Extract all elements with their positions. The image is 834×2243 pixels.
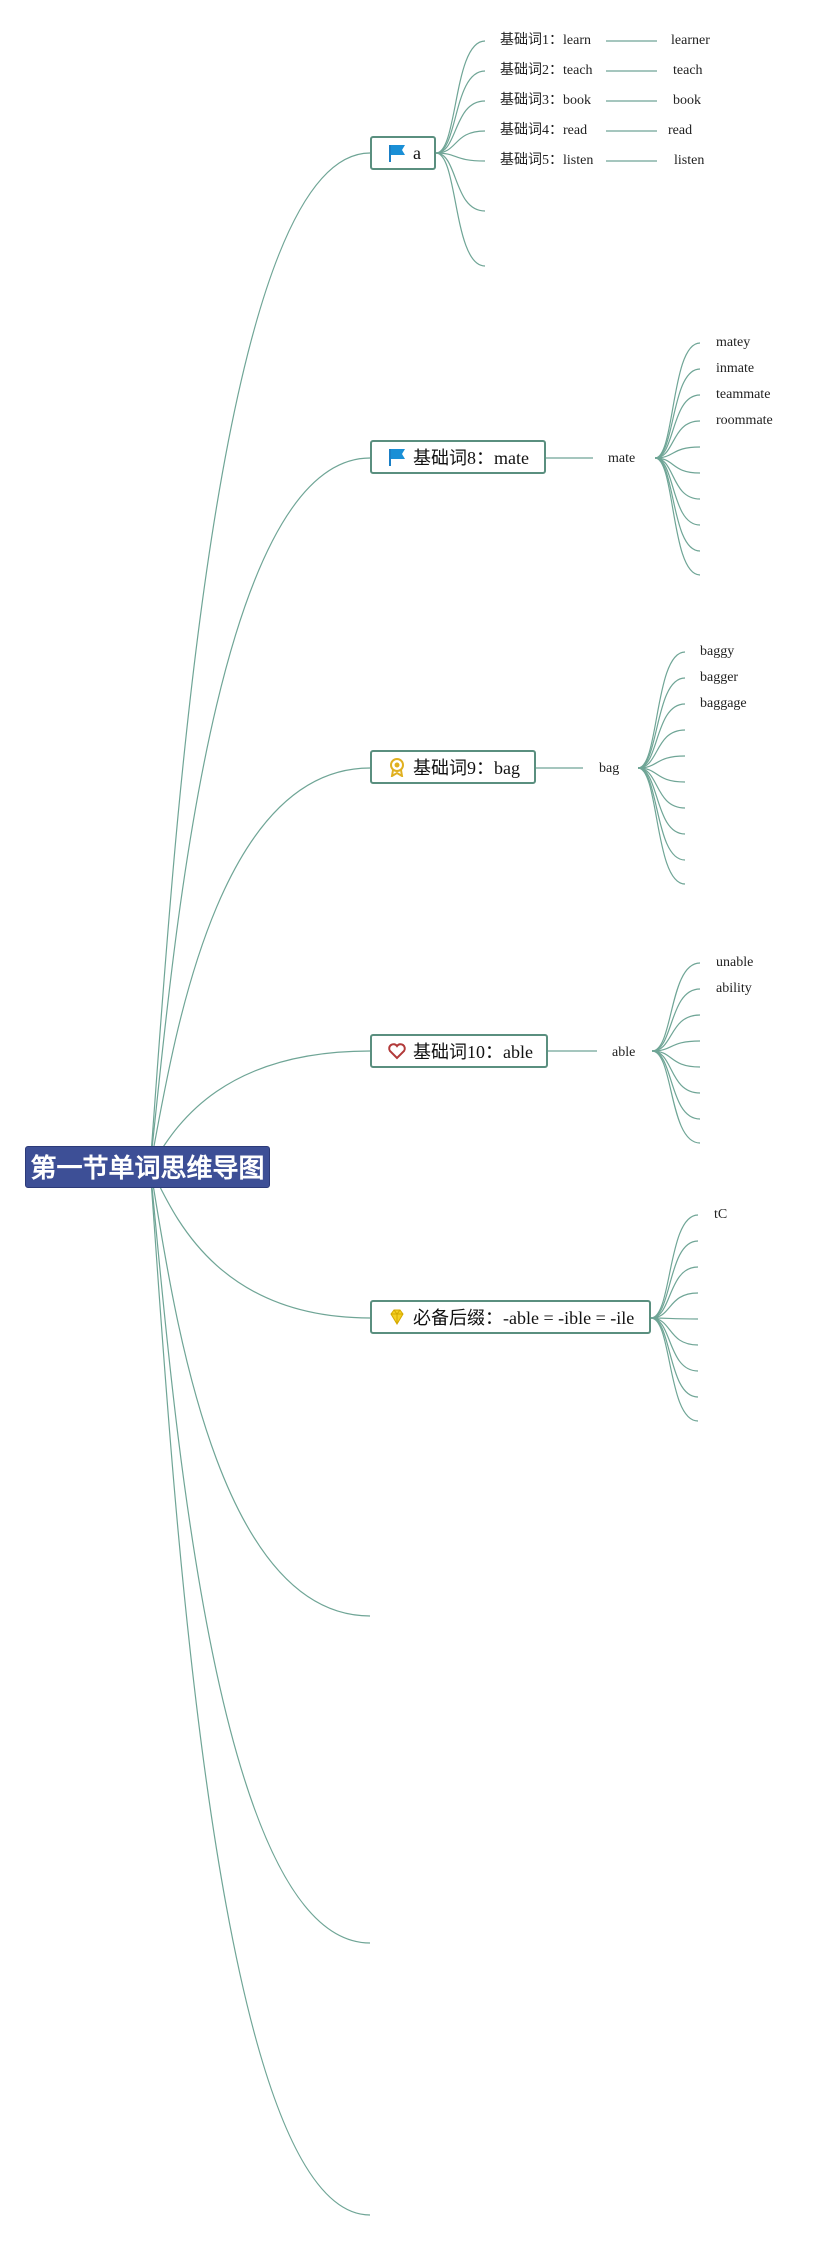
branch-connector (435, 40, 486, 154)
branch-connector (650, 1214, 699, 1319)
topic-label: 基础词10：able (413, 1042, 533, 1062)
topic-suffix[interactable]: 必备后缀：-able = -ible = -ile (370, 1300, 651, 1334)
root-connector (149, 1166, 371, 2216)
branch-connector (651, 988, 701, 1052)
gem-icon (387, 1307, 407, 1327)
flag-icon (387, 447, 407, 467)
flag-icon (387, 143, 407, 163)
derived-word-label[interactable]: listen (674, 153, 705, 168)
branch-connector (637, 755, 686, 769)
branch-connector (435, 130, 486, 154)
branch-connector (651, 962, 701, 1052)
branch-connector (654, 368, 701, 459)
branch-connector (637, 651, 686, 769)
branch-connector (650, 1317, 699, 1422)
derived-word-label[interactable]: teach (673, 63, 703, 78)
branch-connector (435, 70, 486, 154)
word-label[interactable]: inmate (716, 361, 755, 376)
word-label[interactable]: bagger (700, 670, 739, 685)
root-topic[interactable]: 第一节单词思维导图 (25, 1146, 270, 1188)
branch-connector (650, 1292, 699, 1319)
hub-label[interactable]: mate (608, 451, 636, 466)
word-label[interactable]: baggy (700, 644, 735, 659)
base-word-label[interactable]: 基础词1：learn (500, 33, 591, 48)
word-label[interactable]: teammate (716, 387, 771, 402)
topic-label: 基础词8：mate (413, 448, 529, 468)
topic-bag[interactable]: 基础词9：bag (370, 750, 536, 784)
word-label[interactable]: unable (716, 955, 754, 970)
heart-icon (387, 1041, 407, 1061)
branch-connector (654, 457, 701, 576)
word-label[interactable]: roommate (716, 413, 773, 428)
topic-mate[interactable]: 基础词8：mate (370, 440, 546, 474)
branch-connector (650, 1240, 699, 1319)
branch-connector (637, 729, 686, 769)
word-label[interactable]: matey (716, 335, 751, 350)
root-connector (149, 1166, 371, 1319)
branch-connector (651, 1050, 701, 1144)
topic-able[interactable]: 基础词10：able (370, 1034, 548, 1068)
branch-connector (654, 457, 701, 552)
topic-label: 基础词9：bag (413, 758, 520, 778)
word-label[interactable]: ability (716, 981, 752, 996)
root-connector (149, 152, 371, 1168)
branch-connector (637, 767, 686, 835)
root-connector (149, 457, 371, 1168)
branch-connector (435, 152, 486, 162)
base-word-label[interactable]: 基础词5：listen (500, 153, 594, 168)
word-label[interactable]: tC (714, 1207, 728, 1222)
root-connector (149, 1166, 371, 1944)
derived-word-label[interactable]: book (673, 93, 701, 108)
branch-connector (654, 394, 701, 459)
branch-connector (637, 767, 686, 885)
branch-connector (654, 420, 701, 459)
hub-label[interactable]: bag (599, 761, 620, 776)
word-label[interactable]: baggage (700, 696, 747, 711)
branch-connector (435, 100, 486, 154)
root-connector (149, 767, 371, 1168)
base-word-label[interactable]: 基础词2：teach (500, 63, 593, 78)
branch-connector (637, 703, 686, 769)
branch-connector (654, 457, 701, 500)
hub-label[interactable]: able (612, 1045, 636, 1060)
derived-word-label[interactable]: learner (671, 33, 710, 48)
branch-connector (651, 1050, 701, 1094)
base-word-label[interactable]: 基础词3：book (500, 93, 591, 108)
branch-connector (651, 1014, 701, 1052)
branch-connector (650, 1266, 699, 1319)
award-icon (387, 757, 407, 777)
derived-word-label[interactable]: read (668, 123, 693, 138)
branch-connector (435, 152, 486, 212)
topic-label: a (413, 142, 421, 163)
branch-connector (435, 152, 486, 267)
root-connector (149, 1166, 371, 1617)
branch-connector (637, 677, 686, 769)
topic-a[interactable]: a (370, 136, 436, 170)
branch-connector (637, 767, 686, 809)
branch-connector (654, 342, 701, 459)
topic-label: 必备后缀：-able = -ible = -ile (413, 1308, 635, 1328)
base-word-label[interactable]: 基础词4：read (500, 123, 588, 138)
